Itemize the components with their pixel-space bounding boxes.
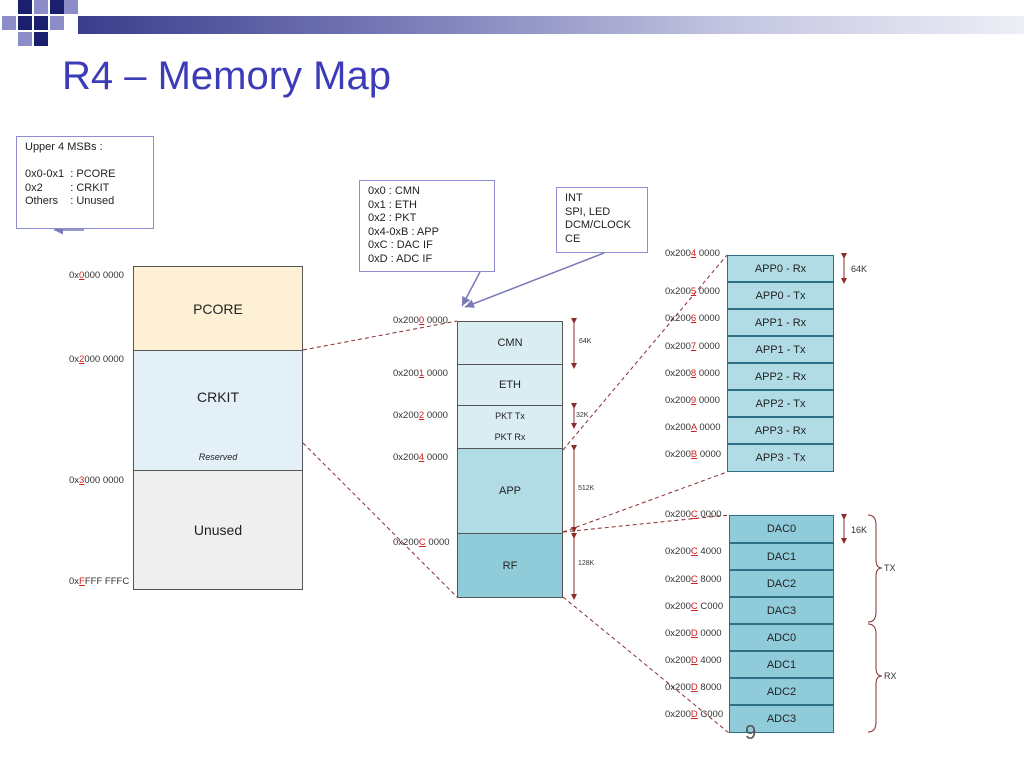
reserved-block: Reserved [133, 443, 303, 471]
crkit-address: 0x2000 0000 [393, 315, 448, 326]
app-address: 0x2005 0000 [665, 286, 720, 297]
pcore-block: PCORE [133, 266, 303, 351]
size-label: 32K [576, 412, 589, 419]
page-title: R4 – Memory Map [62, 54, 391, 98]
adc2-block: ADC2 [729, 678, 834, 705]
rf-address: 0x200D C000 [665, 709, 724, 720]
top-address: 0x2000 0000 [69, 354, 124, 365]
size-label: 64K [579, 338, 592, 345]
app-address: 0x2007 0000 [665, 341, 720, 352]
corner-decoration [2, 0, 78, 46]
top-address: 0xFFFF FFFC [69, 576, 130, 587]
rf-address: 0x200C 0000 [665, 509, 722, 520]
cmn-note: INT SPI, LED DCM/CLOCK CE [556, 187, 648, 253]
app-address: 0x2006 0000 [665, 313, 720, 324]
rx-group-label: RX [884, 671, 897, 681]
cmn-block: CMN [457, 321, 563, 365]
app-address: 0x2004 0000 [665, 248, 720, 259]
app2-tx-block: APP2 - Tx [727, 390, 834, 417]
crkit-label: CRKIT [197, 389, 239, 405]
size-label: 128K [578, 560, 595, 567]
app0-rx-block: APP0 - Rx [727, 255, 834, 282]
top-address: 0x3000 0000 [69, 475, 124, 486]
reserved-label: Reserved [198, 451, 238, 462]
adc1-block: ADC1 [729, 651, 834, 678]
pkt-rx-block: PKT Rx [457, 426, 563, 449]
rf-size-label: 16K [851, 525, 868, 535]
app-address: 0x200A 0000 [665, 422, 721, 433]
crkit-block: CRKIT [133, 350, 303, 444]
msb-note: Upper 4 MSBs : 0x0-0x1 : PCORE 0x2 : CRK… [16, 136, 154, 229]
app-size-label: 64K [851, 264, 868, 274]
app1-rx-block: APP1 - Rx [727, 309, 834, 336]
app3-tx-block: APP3 - Tx [727, 444, 834, 472]
crkit-address: 0x200C 0000 [393, 537, 450, 548]
top-address: 0x0000 0000 [69, 270, 124, 281]
rf-address: 0x200D 8000 [665, 682, 722, 693]
rf-address: 0x200D 0000 [665, 628, 722, 639]
rf-address: 0x200C 4000 [665, 546, 722, 557]
crkit-address: 0x2002 0000 [393, 410, 448, 421]
rf-address: 0x200D 4000 [665, 655, 722, 666]
select-note: 0x0 : CMN 0x1 : ETH 0x2 : PKT 0x4-0xB : … [359, 180, 495, 272]
dac2-block: DAC2 [729, 570, 834, 597]
adc0-block: ADC0 [729, 624, 834, 651]
app1-tx-block: APP1 - Tx [727, 336, 834, 363]
dac0-block: DAC0 [729, 515, 834, 543]
app0-tx-block: APP0 - Tx [727, 282, 834, 309]
dac1-block: DAC1 [729, 543, 834, 570]
unused-block: Unused [133, 470, 303, 590]
tx-group-label: TX [884, 563, 896, 573]
crkit-address: 0x2001 0000 [393, 368, 448, 379]
eth-block: ETH [457, 364, 563, 406]
app3-rx-block: APP3 - Rx [727, 417, 834, 444]
size-label: 512K [578, 485, 595, 492]
pkt-tx-block: PKT Tx [457, 405, 563, 427]
page-number: 9 [745, 722, 757, 744]
app-address: 0x200B 0000 [665, 449, 722, 460]
pcore-label: PCORE [193, 300, 243, 317]
rf-address: 0x200C 8000 [665, 574, 722, 585]
app2-rx-block: APP2 - Rx [727, 363, 834, 390]
rf-address: 0x200C C000 [665, 601, 724, 612]
dac3-block: DAC3 [729, 597, 834, 624]
rf-block: RF [457, 533, 563, 598]
app-address: 0x2009 0000 [665, 395, 720, 406]
app-address: 0x2008 0000 [665, 368, 720, 379]
app-block: APP [457, 448, 563, 534]
crkit-address: 0x2004 0000 [393, 452, 448, 463]
unused-label: Unused [193, 522, 243, 538]
title-bar [78, 16, 1024, 34]
adc3-block: ADC3 [729, 705, 834, 733]
